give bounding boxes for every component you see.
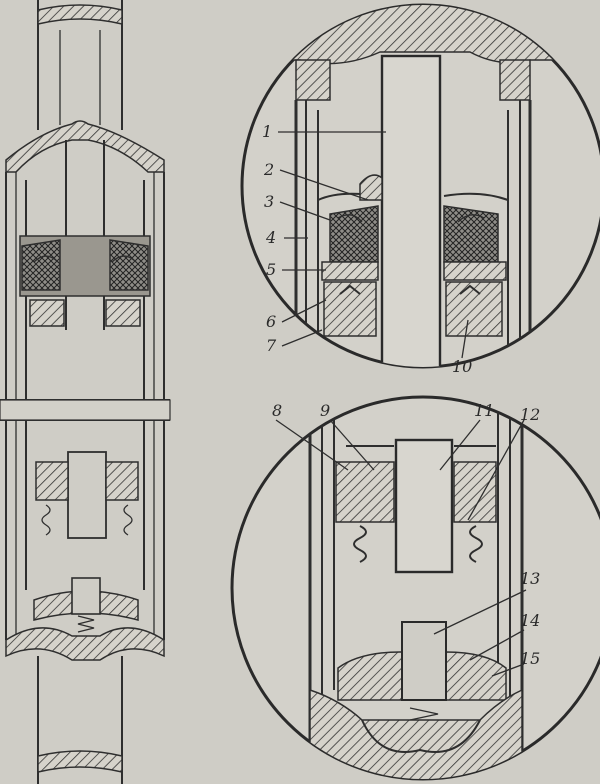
callout-labels: 1 2 3 4 5 6 7 8 9 10 11 12 13 14 15 (262, 122, 540, 668)
leader-lines (275, 131, 527, 677)
callout-10: 10 (452, 357, 472, 376)
callout-13: 13 (520, 569, 540, 588)
callout-1: 1 (262, 122, 272, 141)
callout-5: 5 (266, 260, 276, 279)
callout-15: 15 (520, 649, 540, 668)
top-detail-view (240, 3, 600, 369)
callout-6: 6 (266, 312, 276, 331)
bottom-detail-view (230, 395, 600, 781)
callout-4: 4 (265, 228, 276, 247)
callout-8: 8 (272, 401, 282, 420)
callout-14: 14 (520, 611, 540, 630)
full-assembly-view (0, 0, 171, 784)
callout-11: 11 (474, 401, 494, 420)
callout-7: 7 (266, 336, 277, 355)
callout-3: 3 (264, 192, 274, 211)
callout-2: 2 (263, 160, 274, 179)
callout-12: 12 (520, 405, 540, 424)
callout-9: 9 (320, 401, 330, 420)
